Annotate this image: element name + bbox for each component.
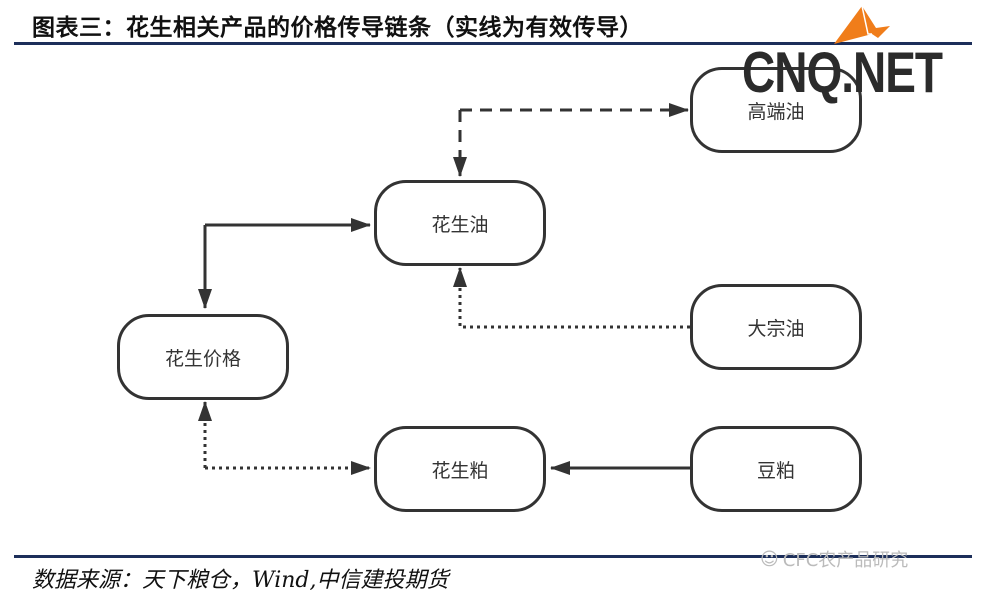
node-bulk-oil: 大宗油: [690, 284, 862, 370]
wechat-account: CFC农产品研究: [782, 550, 909, 571]
node-label: 花生粕: [431, 459, 489, 482]
node-label: 高端油: [747, 100, 805, 123]
node-peanut-oil: 花生油: [374, 180, 546, 266]
edge-bulk-oil: [453, 267, 690, 329]
node-peanut-price: 花生价格: [117, 314, 289, 400]
node-soybean-meal: 豆粕: [690, 426, 862, 512]
figure-title: 图表三：花生相关产品的价格传导链条（实线为有效传导）: [32, 14, 643, 41]
node-label: 豆粕: [756, 459, 795, 482]
title-divider: [14, 42, 972, 45]
wechat-icon: ☺: [760, 548, 779, 570]
node-label: 花生价格: [164, 347, 241, 370]
footer-divider: [14, 555, 972, 558]
wechat-watermark: ☺ CFC农产品研究: [760, 546, 908, 572]
data-source: 数据来源：天下粮仓，Wind,中信建投期货: [32, 568, 449, 593]
node-label: 花生油: [431, 213, 489, 236]
origami-bird-logo-icon: [834, 5, 890, 44]
node-peanut-meal: 花生粕: [374, 426, 546, 512]
site-watermark: CNQ.NET: [742, 39, 943, 105]
node-label: 大宗油: [747, 317, 805, 340]
node-premium-oil: 高端油: [690, 67, 862, 153]
